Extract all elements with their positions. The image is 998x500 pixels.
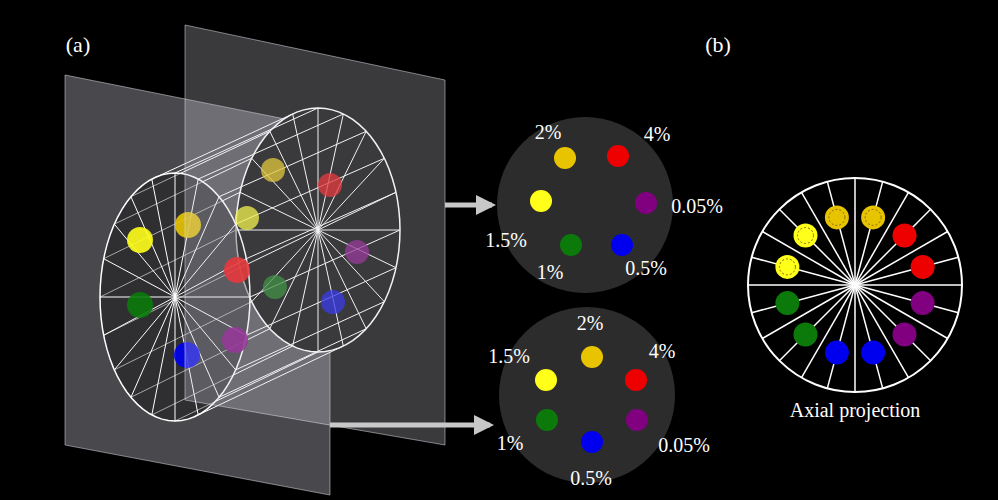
percent-label: 4% <box>644 124 671 144</box>
percent-label: 2% <box>535 122 562 142</box>
panel-letter: (b) <box>705 34 731 56</box>
rod-dot <box>611 234 633 256</box>
wire-spoke <box>855 257 958 285</box>
panel-letter: (a) <box>66 34 90 56</box>
rod-dot <box>535 369 557 391</box>
rod-dot <box>861 205 885 229</box>
caption-label: Axial projection <box>790 400 921 420</box>
wire-spoke <box>855 284 962 286</box>
percent-label: 0.5% <box>625 258 667 278</box>
wire-spoke <box>152 297 175 415</box>
wire-spoke <box>114 224 175 297</box>
rod-dot <box>794 322 818 346</box>
wire-spoke <box>855 182 883 285</box>
percent-label: 1.5% <box>488 346 530 366</box>
percent-label: 1% <box>497 433 524 453</box>
rod-dot <box>911 255 935 279</box>
rod-dot <box>635 192 657 214</box>
rod-dot <box>625 369 647 391</box>
slice-disc <box>497 117 673 293</box>
wire-spoke <box>827 182 855 285</box>
wire-spoke <box>748 284 855 286</box>
rod-dot <box>911 291 935 315</box>
rod-dot <box>775 291 799 315</box>
rod-dot <box>536 409 558 431</box>
rod-dot <box>794 224 818 248</box>
wire-spoke <box>854 178 856 285</box>
rod-dot <box>775 255 799 279</box>
rod-dot <box>530 190 552 212</box>
percent-label: 2% <box>577 313 604 333</box>
rod-dot <box>825 341 849 365</box>
rod-dot <box>127 292 153 318</box>
rod-outline <box>829 209 845 225</box>
percent-label: 0.5% <box>570 468 612 488</box>
slice-arrow <box>445 203 492 208</box>
rod-dot <box>554 147 576 169</box>
rod-dot <box>581 346 603 368</box>
rod-dot <box>825 205 849 229</box>
percent-label: 1.5% <box>485 230 527 250</box>
percent-label: 0.05% <box>671 196 723 216</box>
rod-dot <box>581 431 603 453</box>
rod-dot <box>892 224 916 248</box>
wire-spoke <box>827 285 855 388</box>
wire-spoke <box>854 285 856 392</box>
rod-dot <box>607 145 629 167</box>
slice-plane <box>185 25 445 445</box>
percent-label: 4% <box>649 341 676 361</box>
wire-spoke <box>855 285 958 313</box>
wire-spoke <box>855 285 883 388</box>
rod-dot <box>626 409 648 431</box>
rod-dot <box>127 227 153 253</box>
wire-spoke <box>175 173 176 297</box>
slice-disc <box>499 307 675 483</box>
rod-outline <box>865 209 881 225</box>
axial-circle <box>748 178 962 392</box>
rod-outline <box>779 259 795 275</box>
wire-spoke <box>752 285 855 313</box>
wire-spoke <box>752 257 855 285</box>
percent-label: 0.05% <box>658 435 710 455</box>
rod-dot <box>892 322 916 346</box>
rod-dot <box>560 234 582 256</box>
wire-spoke <box>152 179 175 297</box>
wire-spoke <box>104 259 175 297</box>
rod-dot <box>861 341 885 365</box>
slice-arrow <box>330 423 490 428</box>
rod-outline <box>798 228 814 244</box>
percent-label: 1% <box>537 262 564 282</box>
